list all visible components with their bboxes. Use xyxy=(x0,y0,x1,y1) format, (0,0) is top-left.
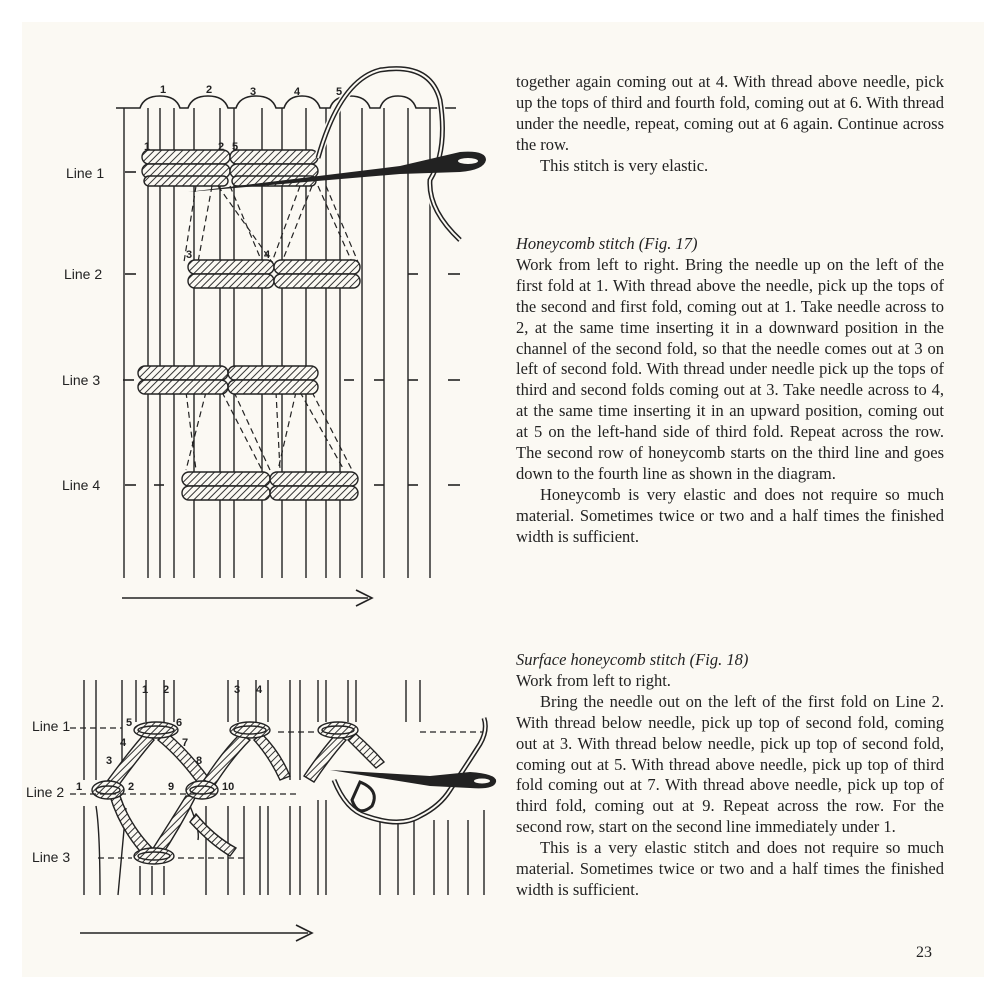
page-number: 23 xyxy=(916,944,932,961)
fig18-line-label: Line 1 xyxy=(32,718,70,734)
honeycomb-body: Work from left to right. Bring the needl… xyxy=(516,254,944,483)
surface-honeycomb-section: Surface honeycomb stitch (Fig. 18) Work … xyxy=(516,650,944,901)
fig18-stitch-number: 10 xyxy=(222,781,234,793)
surface-body: Bring the needle out on the left of the … xyxy=(516,691,944,837)
fig17-stitch-number: 4 xyxy=(264,249,271,261)
fig17-stitch-number: 1 xyxy=(144,141,150,153)
surface-intro: Work from left to right. xyxy=(516,670,671,690)
fig17-line-label: Line 1 xyxy=(66,165,104,181)
fig18-line-label: Line 3 xyxy=(32,849,70,865)
fig17-fold-number: 3 xyxy=(250,86,256,98)
fig17-line-label: Line 3 xyxy=(62,372,100,388)
fig17-fold-number: 4 xyxy=(294,86,301,98)
surface-heading: Surface honeycomb stitch (Fig. 18) xyxy=(516,650,749,669)
fig17-line-label: Line 2 xyxy=(64,266,102,282)
fig18-top-number: 1 xyxy=(142,684,148,696)
fig18-line-label: Line 2 xyxy=(26,784,64,800)
fig18-stitch-number: 7 xyxy=(182,737,188,749)
elastic-note: This stitch is very elastic. xyxy=(540,155,709,175)
fig18-stitch-number: 1 xyxy=(76,781,82,793)
fig18-top-number: 4 xyxy=(256,684,263,696)
fig18-stitch-number: 9 xyxy=(168,781,174,793)
fig17-line-label: Line 4 xyxy=(62,477,100,493)
fig17-diagram: 1 2 3 4 5 Line 1 Line 2 Line 3 Line 4 1 … xyxy=(62,64,486,607)
fig18-top-number: 2 xyxy=(163,684,169,696)
fig18-top-number: 3 xyxy=(234,684,240,696)
fig17-fold-number: 1 xyxy=(160,84,166,96)
fig18-diagram: Line 1 Line 2 Line 3 1 2 3 4 5 6 4 7 3 8… xyxy=(26,680,497,942)
fig18-stitch-number: 2 xyxy=(128,781,134,793)
intro-continuation: together again coming out at 4. With thr… xyxy=(516,72,944,177)
fig17-fold-number: 5 xyxy=(336,86,342,98)
fig18-stitch-number: 6 xyxy=(176,717,182,729)
fig18-stitch-number: 4 xyxy=(120,737,127,749)
fig17-fold-number: 2 xyxy=(206,84,212,96)
fig18-stitch-number: 5 xyxy=(126,717,132,729)
honeycomb-section: Honeycomb stitch (Fig. 17) Work from lef… xyxy=(516,234,944,548)
surface-note: This is a very elastic stitch and does n… xyxy=(516,838,944,899)
honeycomb-note: Honeycomb is very elastic and does not r… xyxy=(516,484,944,546)
fig17-stitch-number: 3 xyxy=(186,249,192,261)
fig18-stitch-number: 8 xyxy=(196,755,202,767)
fig17-stitch-number: 2 xyxy=(218,141,224,153)
intro-paragraph: together again coming out at 4. With thr… xyxy=(516,72,944,154)
fig18-stitch-number: 3 xyxy=(106,755,112,767)
honeycomb-heading: Honeycomb stitch (Fig. 17) xyxy=(516,234,698,253)
fig17-stitch-number: 5 xyxy=(232,141,238,153)
